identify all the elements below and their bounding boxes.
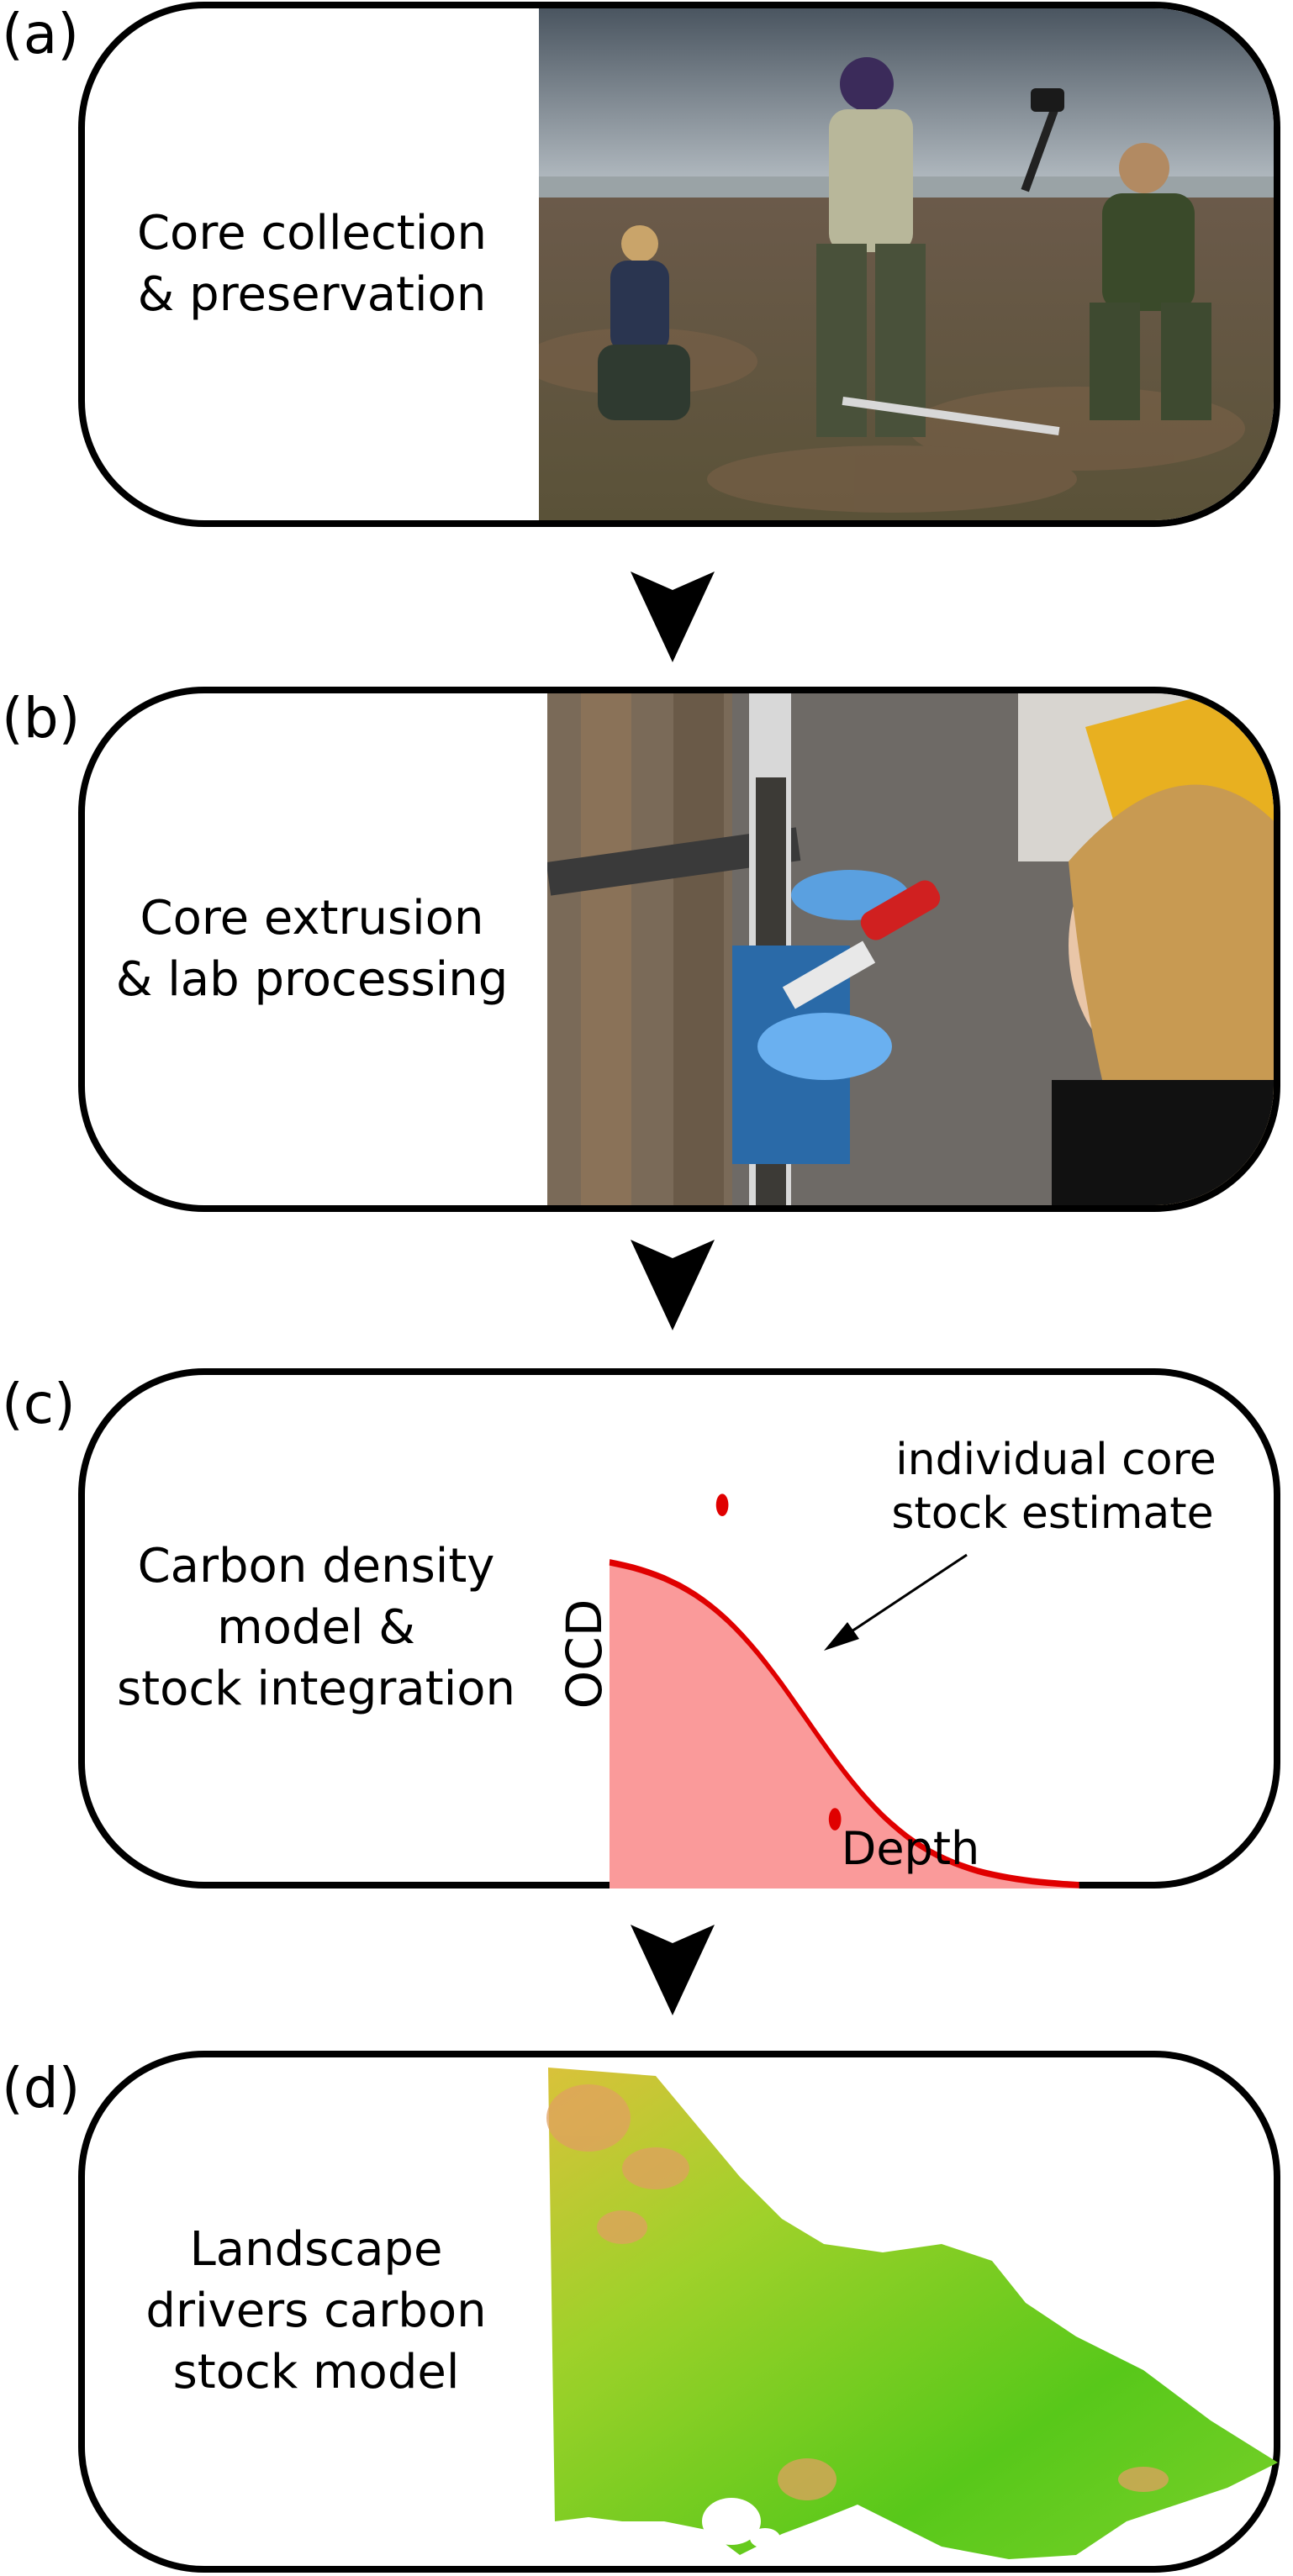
flow-arrow-3 <box>631 1925 715 2015</box>
panel-c-line-3: stock integration <box>116 1661 516 1716</box>
panel-b-caption: Core extrusion & lab processing <box>85 693 539 1205</box>
panel-b-box: Core extrusion & lab processing <box>78 687 1280 1212</box>
panel-d-line-2: drivers carbon <box>145 2284 487 2339</box>
ocd-curve <box>609 1559 1079 1889</box>
panel-c-caption: Carbon density model & stock integration <box>85 1375 547 1882</box>
chart-ylabel: OCD <box>556 1599 613 1709</box>
field-coring-photo <box>539 8 1274 520</box>
panel-label-d: (d) <box>2 2056 81 2120</box>
panel-d-line-1: Landscape <box>189 2222 443 2278</box>
panel-c-line-1: Carbon density <box>137 1539 495 1594</box>
stock-area <box>609 1562 1079 1889</box>
annotation-line-1: individual core <box>895 1435 1216 1485</box>
panel-a-caption: Core collection & preservation <box>85 8 539 520</box>
panel-a-line-1: Core collection <box>136 205 488 261</box>
core-sample-point <box>715 1493 729 1516</box>
carbon-density-chart: OCD Depth individual core stock estimate <box>556 1435 1216 1889</box>
panel-label-c: (c) <box>2 1372 76 1436</box>
chart-xlabel: Depth <box>842 1822 979 1875</box>
lab-extrusion-photo <box>547 693 1274 1205</box>
panel-b-line-2: & lab processing <box>115 951 509 1007</box>
annotation-arrow-line <box>848 1553 968 1635</box>
panel-label-a: (a) <box>2 2 79 66</box>
flow-arrow-1 <box>631 572 715 662</box>
panel-d-caption: Landscape drivers carbon stock model <box>85 2057 547 2566</box>
annotation-arrow-head <box>824 1622 859 1651</box>
panel-label-b: (b) <box>2 686 81 751</box>
carbon-map <box>546 2068 1278 2559</box>
panel-a-line-2: & preservation <box>137 266 487 322</box>
panel-c-line-2: model & <box>217 1600 415 1656</box>
annotation-line-2: stock estimate <box>891 1488 1213 1539</box>
core-sample-points <box>715 1493 842 1831</box>
panel-b-line-1: Core extrusion <box>140 890 484 946</box>
core-sample-point <box>828 1808 842 1831</box>
panel-a-box: Core collection & preservation <box>78 2 1280 527</box>
panel-d-line-3: stock model <box>172 2344 460 2400</box>
flow-arrow-2 <box>631 1240 715 1330</box>
